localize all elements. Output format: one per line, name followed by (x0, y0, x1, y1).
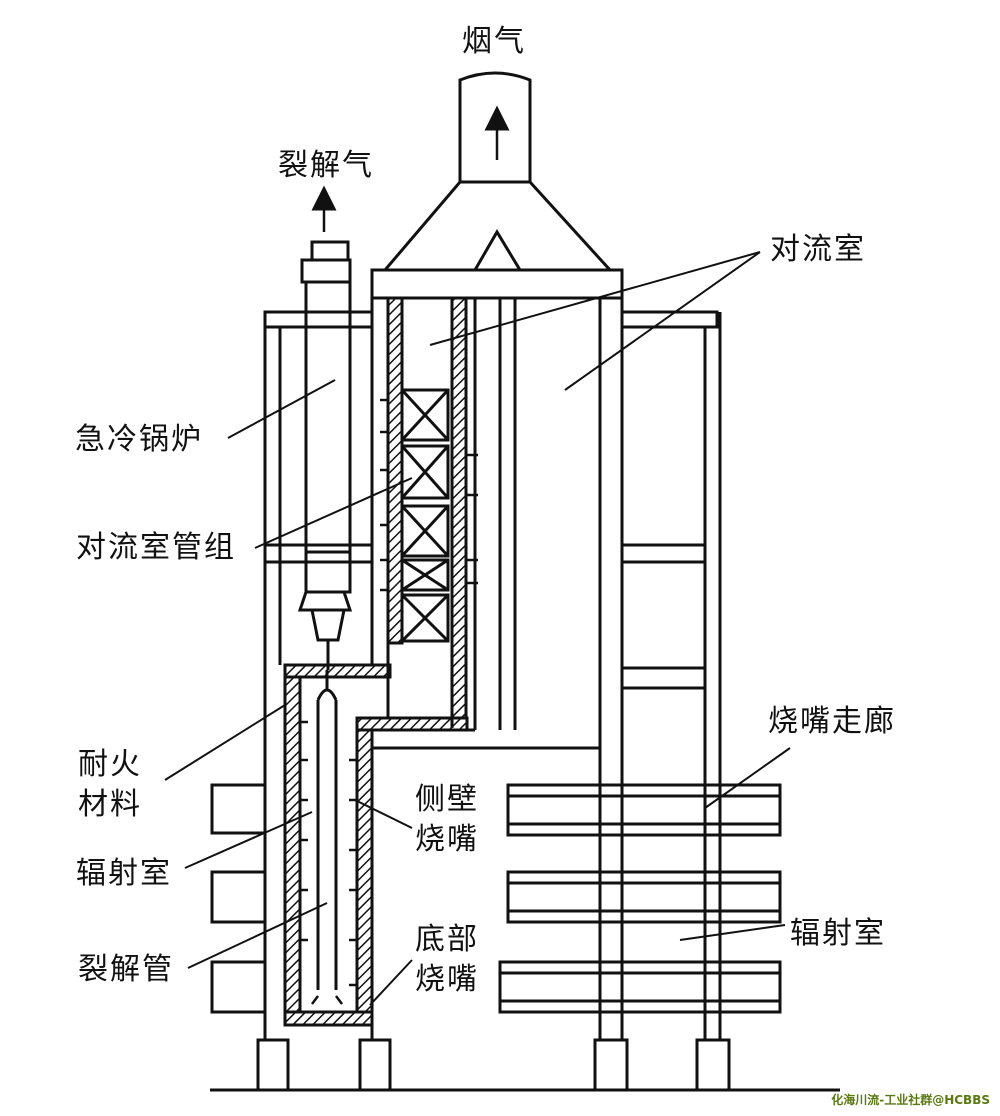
convection-section (283, 268, 624, 1040)
cracking-tube (316, 688, 338, 990)
burner-corridor-3 (498, 960, 782, 1014)
quench-boiler (297, 185, 353, 670)
right-structure (498, 310, 782, 1092)
label-refractory-material: 耐火 材料 (78, 745, 142, 825)
label-burner-corridor: 烧嘴走廊 (768, 704, 896, 739)
label-refractory-line1: 耐火 (78, 747, 142, 782)
label-bottom-line2: 烧嘴 (415, 962, 479, 997)
label-side-wall-burner: 侧壁 烧嘴 (415, 780, 479, 860)
chimney (381, 71, 614, 272)
label-cracking-tube: 裂解管 (78, 952, 174, 987)
label-quench-boiler: 急冷锅炉 (75, 422, 203, 457)
burner-corridor-1 (506, 783, 782, 837)
label-convection-room: 对流室 (770, 232, 866, 267)
label-refractory-line2: 材料 (78, 787, 142, 822)
label-cracked-gas: 裂解气 (278, 148, 374, 183)
label-bottom-line1: 底部 (415, 922, 479, 957)
convection-tube-bank-boxes (400, 388, 450, 643)
label-bottom-burner: 底部 烧嘴 (415, 920, 479, 1000)
leader-lines (164, 251, 791, 1006)
left-frame (210, 310, 392, 1092)
label-radiant-room-right: 辐射室 (790, 916, 886, 951)
label-side-wall-line2: 烧嘴 (415, 822, 479, 857)
label-convection-tube-bank: 对流室管组 (76, 530, 236, 565)
label-radiant-room-left: 辐射室 (76, 856, 172, 891)
burner-corridor-2 (506, 870, 782, 924)
label-side-wall-line1: 侧壁 (415, 782, 479, 817)
label-flue-gas: 烟气 (462, 24, 526, 59)
watermark: 化海川流-工业社群@HCBBS (831, 1093, 990, 1107)
